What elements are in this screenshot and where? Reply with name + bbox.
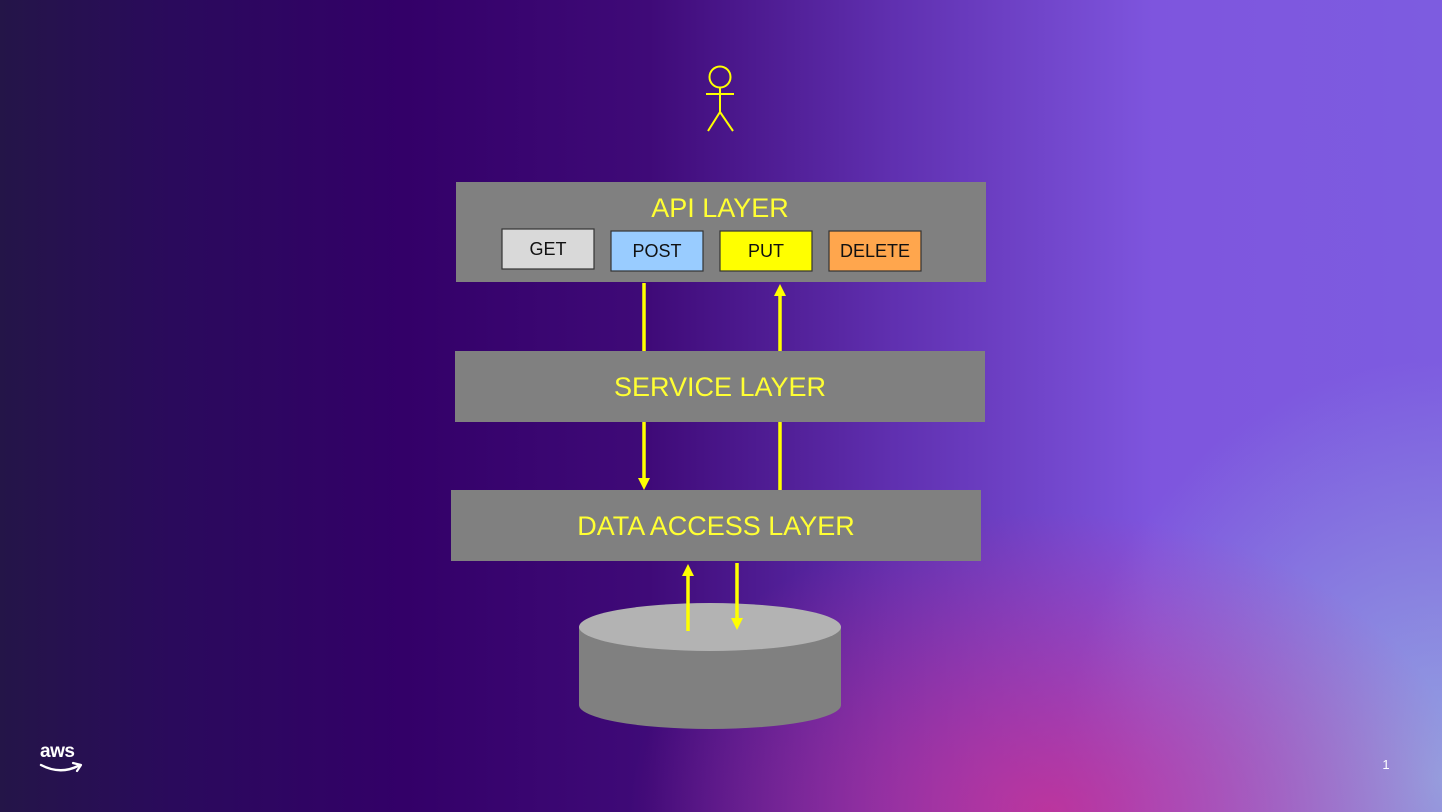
- method-delete-box: [828, 230, 922, 272]
- method-put-box: [719, 230, 813, 272]
- method-get-button[interactable]: GET: [501, 228, 595, 270]
- method-get-box: [501, 228, 595, 270]
- data-access-layer-box: [451, 490, 981, 561]
- method-get-label: GET: [529, 239, 566, 259]
- method-put-button[interactable]: PUT: [719, 230, 813, 272]
- method-put-label: PUT: [748, 241, 784, 261]
- service-layer-box: [455, 351, 985, 422]
- method-post-button[interactable]: POST: [610, 230, 704, 272]
- data-access-layer: DATA ACCESS LAYER: [451, 490, 981, 561]
- aws-smile-icon: [39, 761, 83, 773]
- database-top: [579, 603, 841, 651]
- database-icon: [579, 603, 841, 729]
- service-layer: SERVICE LAYER: [455, 351, 985, 422]
- method-delete-button[interactable]: DELETE: [828, 230, 922, 272]
- user-actor-icon: [706, 65, 734, 132]
- aws-logo-text: aws: [40, 741, 75, 762]
- api-layer: API LAYER GET POST PUT DELETE: [456, 182, 986, 282]
- page-number: 1: [1382, 757, 1390, 772]
- method-delete-label: DELETE: [840, 241, 910, 261]
- method-post-label: POST: [632, 241, 681, 261]
- method-post-box: [610, 230, 704, 272]
- data-access-layer-label: DATA ACCESS LAYER: [577, 511, 855, 541]
- service-layer-label: SERVICE LAYER: [614, 372, 826, 402]
- aws-logo: aws: [38, 742, 86, 778]
- api-layer-label: API LAYER: [651, 193, 789, 223]
